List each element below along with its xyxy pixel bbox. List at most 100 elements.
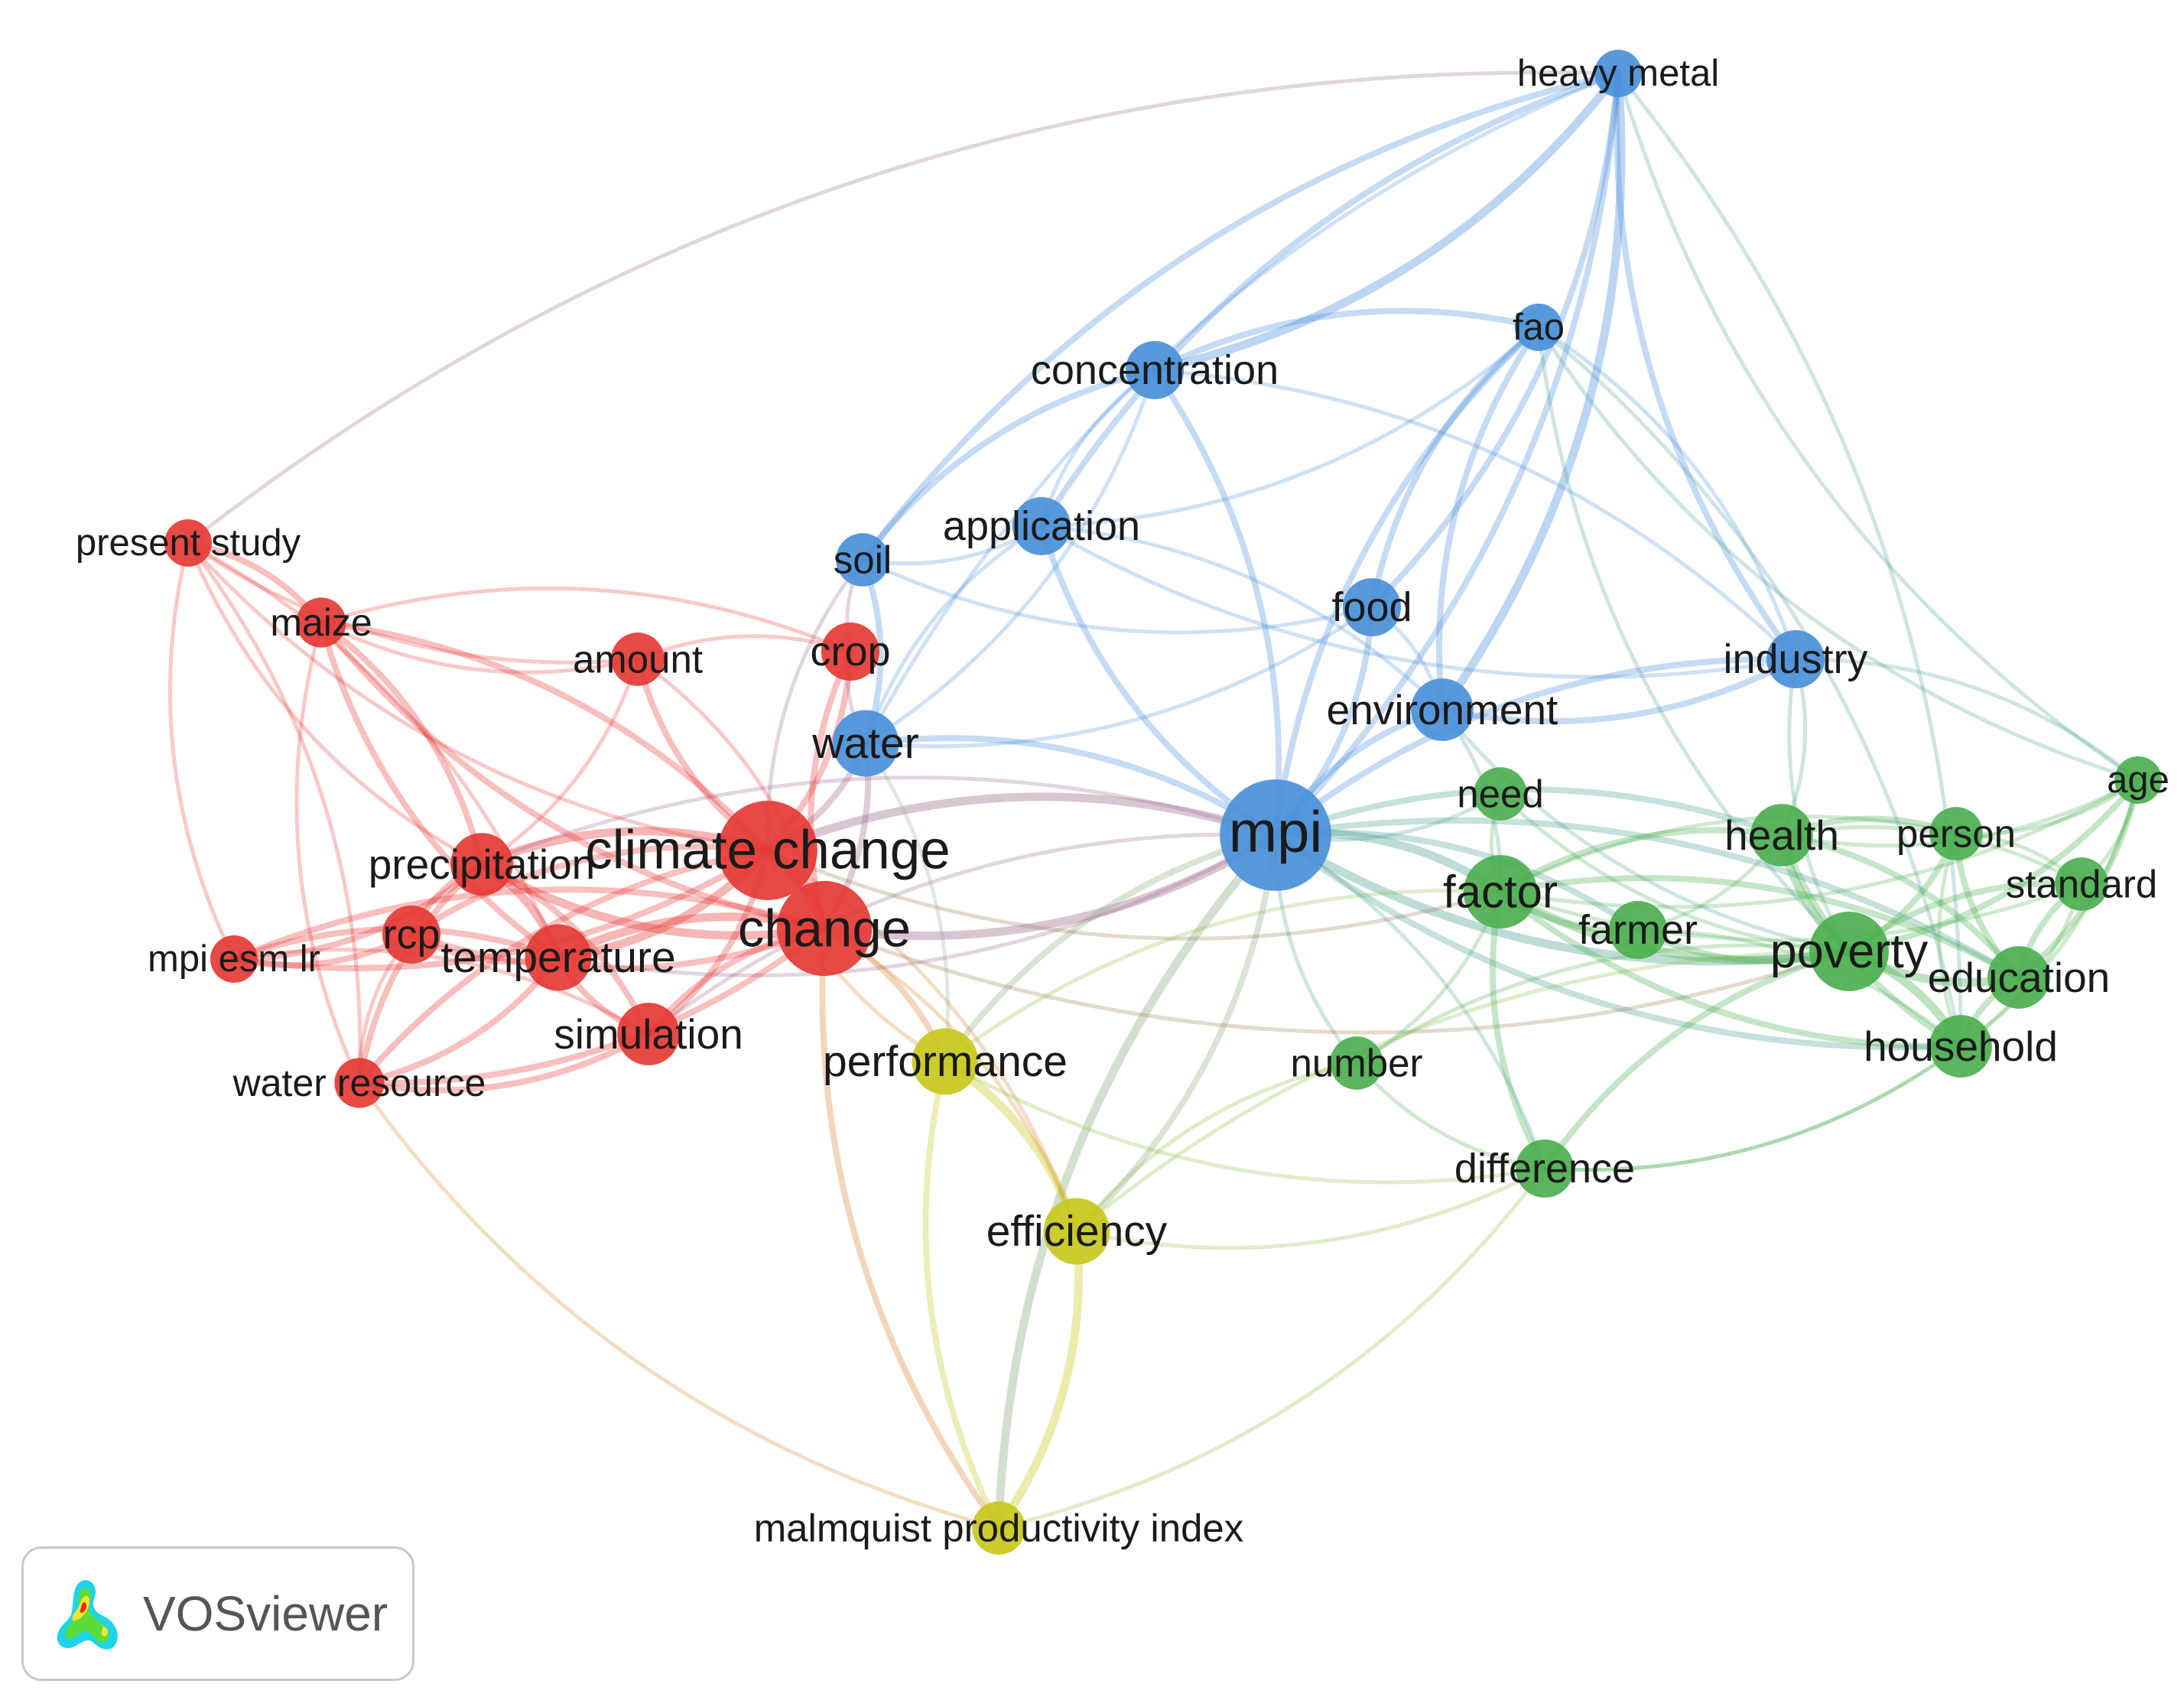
node-person[interactable] <box>1929 807 1983 860</box>
link-mpi-poverty <box>1271 831 1854 966</box>
node-environment[interactable] <box>1411 678 1474 741</box>
label-heavy-metal[interactable]: heavy metal <box>1517 53 1719 94</box>
node-temperature[interactable] <box>525 924 592 991</box>
label-amount[interactable]: amount <box>573 638 703 681</box>
label-age[interactable]: age <box>2107 759 2169 801</box>
node-fao[interactable] <box>1515 304 1562 351</box>
label-standard[interactable]: standard <box>2006 863 2157 906</box>
label-water-resource[interactable]: water resource <box>232 1062 486 1104</box>
node-household[interactable] <box>1929 1015 1992 1078</box>
node-factor[interactable] <box>1464 855 1537 928</box>
link-present-study-water-resource <box>186 541 362 1085</box>
node-need[interactable] <box>1474 767 1527 821</box>
node-rcp[interactable] <box>382 905 441 964</box>
node-soil[interactable] <box>836 533 889 587</box>
label-industry[interactable]: industry <box>1723 636 1867 682</box>
label-temperature[interactable]: temperature <box>440 933 675 982</box>
label-simulation[interactable]: simulation <box>554 1010 743 1058</box>
label-health[interactable]: health <box>1724 811 1839 859</box>
node-difference[interactable] <box>1515 1139 1575 1198</box>
node-number[interactable] <box>1330 1036 1383 1090</box>
label-factor[interactable]: factor <box>1443 867 1558 918</box>
link-farmer-household <box>1636 928 1963 1049</box>
link-factor-age <box>1498 778 2140 909</box>
label-malmquist-productivity-index[interactable]: malmquist productivity index <box>754 1507 1244 1550</box>
node-efficiency[interactable] <box>1043 1198 1110 1265</box>
label-climate-change[interactable]: climate change <box>585 821 951 881</box>
node-farmer[interactable] <box>1608 900 1668 960</box>
node-water[interactable] <box>832 710 899 777</box>
link-change-water-resource <box>356 925 827 1087</box>
node-climate-change[interactable] <box>718 801 817 900</box>
link-performance-difference <box>943 1059 1547 1185</box>
link-performance-water <box>863 741 950 1064</box>
link-malmquist-productivity-index-difference <box>996 1166 1547 1530</box>
label-farmer[interactable]: farmer <box>1578 907 1698 953</box>
node-performance[interactable] <box>912 1028 979 1095</box>
node-layer <box>164 50 2162 1555</box>
link-mpi-malmquist-productivity-index <box>994 831 1280 1533</box>
node-food[interactable] <box>1342 577 1402 637</box>
node-water-resource[interactable] <box>334 1058 385 1108</box>
link-industry-heavy-metal <box>1614 70 1799 662</box>
label-application[interactable]: application <box>943 503 1140 549</box>
node-poverty[interactable] <box>1809 911 1890 992</box>
node-malmquist-productivity-index[interactable] <box>972 1501 1025 1555</box>
label-water[interactable]: water <box>811 719 918 768</box>
label-change[interactable]: change <box>738 899 911 958</box>
link-maize-crop <box>319 586 853 654</box>
link-mpi-precipitation <box>479 775 1278 867</box>
label-mpi[interactable]: mpi <box>1229 800 1322 865</box>
label-maize[interactable]: maize <box>270 601 372 644</box>
edge-layer <box>167 69 2141 1533</box>
link-application-fao <box>1039 325 1541 528</box>
label-efficiency[interactable]: efficiency <box>986 1207 1168 1256</box>
link-poverty-difference <box>1542 948 1852 1172</box>
label-poverty[interactable]: poverty <box>1770 925 1929 978</box>
node-mpi-esm-lr[interactable] <box>210 935 258 983</box>
node-maize[interactable] <box>296 597 346 648</box>
link-mpi-industry <box>1272 655 1799 838</box>
link-difference-efficiency <box>1074 1166 1547 1250</box>
label-soil[interactable]: soil <box>834 538 892 582</box>
label-food[interactable]: food <box>1331 584 1412 630</box>
node-standard[interactable] <box>2055 857 2108 911</box>
link-mpi-performance <box>942 832 1279 1065</box>
node-precipitation[interactable] <box>450 833 513 896</box>
label-education[interactable]: education <box>1928 954 2111 1001</box>
node-health[interactable] <box>1750 804 1813 867</box>
link-difference-household <box>1542 1044 1963 1172</box>
node-education[interactable] <box>1987 946 2050 1009</box>
node-industry[interactable] <box>1766 629 1825 689</box>
label-household[interactable]: household <box>1864 1023 2058 1070</box>
link-mpi-application <box>1038 523 1279 838</box>
link-environment-heavy-metal <box>1438 69 1626 714</box>
label-need[interactable]: need <box>1457 772 1543 816</box>
label-present-study[interactable]: present study <box>76 522 301 564</box>
node-application[interactable] <box>1012 496 1071 556</box>
node-change[interactable] <box>776 880 873 977</box>
label-fao[interactable]: fao <box>1513 307 1565 348</box>
node-amount[interactable] <box>611 632 665 686</box>
node-mpi[interactable] <box>1220 779 1331 891</box>
node-present-study[interactable] <box>164 519 212 567</box>
node-concentration[interactable] <box>1125 340 1185 400</box>
node-heavy-metal[interactable] <box>1594 50 1642 97</box>
label-difference[interactable]: difference <box>1454 1146 1635 1192</box>
link-simulation-mpi-esm-lr <box>232 948 651 1036</box>
label-crop[interactable]: crop <box>810 629 890 675</box>
link-mpi-water <box>863 735 1279 838</box>
label-person[interactable]: person <box>1896 812 2016 856</box>
label-performance[interactable]: performance <box>823 1037 1068 1086</box>
node-crop[interactable] <box>821 622 880 681</box>
link-change-precipitation <box>477 860 829 940</box>
label-mpi-esm-lr[interactable]: mpi esm lr <box>148 938 320 980</box>
label-concentration[interactable]: concentration <box>1031 347 1279 393</box>
label-rcp[interactable]: rcp <box>382 912 440 958</box>
link-change-maize <box>318 619 827 932</box>
label-number[interactable]: number <box>1291 1042 1423 1085</box>
label-environment[interactable]: environment <box>1327 686 1558 733</box>
label-precipitation[interactable]: precipitation <box>369 840 596 888</box>
node-simulation[interactable] <box>617 1003 680 1065</box>
node-age[interactable] <box>2114 756 2162 804</box>
